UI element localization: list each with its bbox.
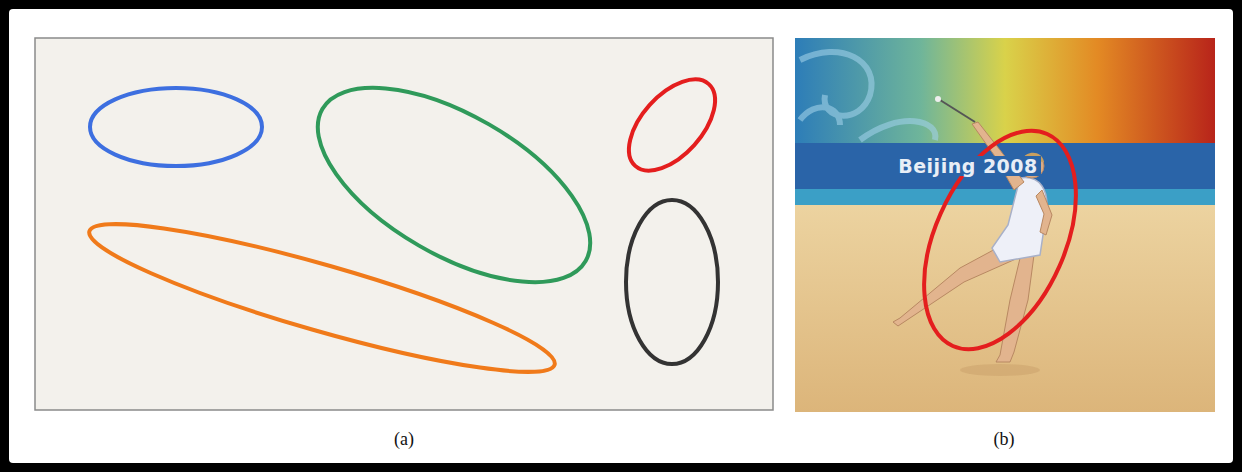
red-ellipse bbox=[613, 64, 731, 186]
orange-ellipse bbox=[80, 200, 563, 397]
banner-text: Beijing 2008 bbox=[895, 156, 1041, 177]
blue-ellipse bbox=[90, 88, 262, 166]
green-ellipse bbox=[287, 48, 620, 321]
wall-strip bbox=[795, 189, 1215, 205]
photo bbox=[795, 38, 1215, 412]
panel-frame bbox=[35, 38, 773, 410]
black-ellipse bbox=[626, 200, 718, 364]
photo-backdrop bbox=[795, 38, 1215, 412]
sheet bbox=[9, 9, 1233, 463]
red-ellipse bbox=[893, 108, 1106, 373]
panel-label: (b) bbox=[994, 430, 1015, 450]
backdrop-swirls bbox=[800, 52, 935, 140]
panel-label: (a) bbox=[394, 430, 414, 450]
gymnast bbox=[893, 96, 1052, 376]
banner bbox=[795, 143, 1215, 189]
